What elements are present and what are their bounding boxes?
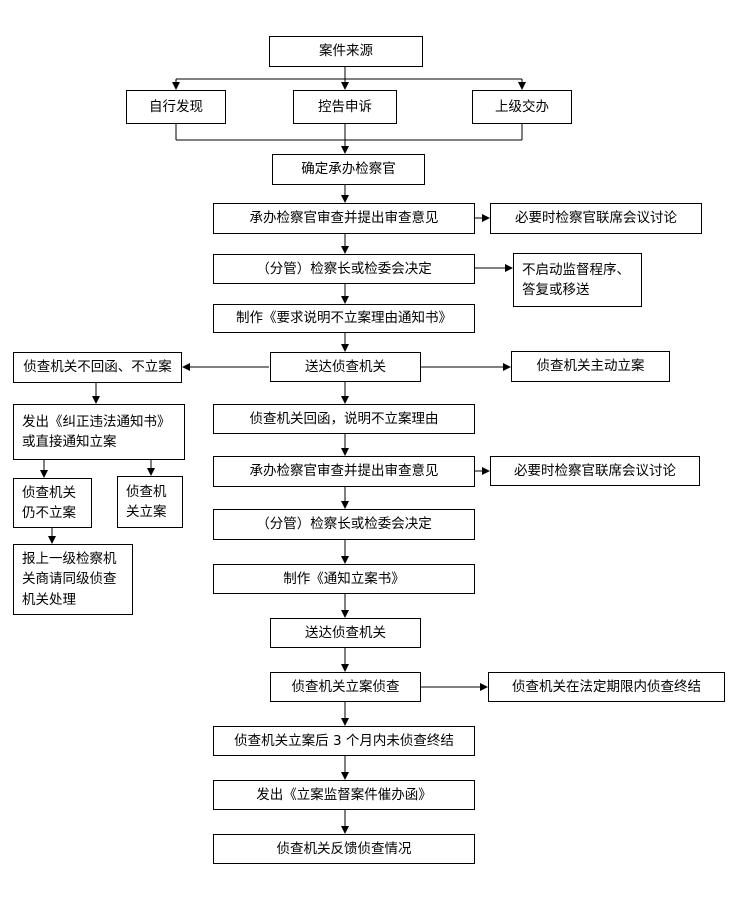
node-case-source-label: 案件来源 [319,43,373,60]
node-urge: 发出《立案监督案件催办函》 [213,780,475,810]
node-no-supervise: 不启动监督程序、 答复或移送 [513,253,642,307]
node-review-2-label: 承办检察官审查并提出审查意见 [249,463,439,480]
node-decide-2: （分管）检察长或检委会决定 [213,509,475,540]
node-no-reply: 侦查机关不回函、不立案 [13,352,182,383]
node-decide-2-label: （分管）检察长或检委会决定 [256,516,432,533]
node-filed: 侦查机 关立案 [117,476,183,528]
node-joint-2-label: 必要时检察官联席会议讨论 [514,462,676,479]
node-conclude-label: 侦查机关在法定期限内侦查终结 [512,678,701,695]
node-not-concluded-label: 侦查机关立案后 3 个月内未侦查终结 [234,732,454,749]
node-reply: 侦查机关回函，说明不立案理由 [213,404,475,434]
node-review-1-label: 承办检察官审查并提出审查意见 [249,210,439,227]
node-complaint-label: 控告申诉 [318,98,372,115]
node-no-supervise-label: 不启动监督程序、 答复或移送 [522,261,630,298]
node-joint-2: 必要时检察官联席会议讨论 [490,456,700,486]
node-decide-1: （分管）检察长或检委会决定 [213,254,475,284]
node-correction-label: 发出《纠正违法通知书》 或直接通知立案 [22,413,171,450]
node-deliver-1: 送达侦查机关 [270,352,421,382]
node-feedback-label: 侦查机关反馈侦查情况 [276,840,412,857]
node-make-notice-label: 制作《通知立案书》 [283,570,405,587]
node-report-up: 报上一级检察机 关商请同级侦查 机关处理 [13,544,133,615]
node-joint-1-label: 必要时检察官联席会议讨论 [515,210,677,227]
node-review-1: 承办检察官审查并提出审查意见 [213,203,475,234]
node-make-request: 制作《要求说明不立案理由通知书》 [213,304,475,333]
node-deliver-2-label: 送达侦查机关 [305,624,386,641]
node-review-2: 承办检察官审查并提出审查意见 [213,456,475,487]
node-make-request-label: 制作《要求说明不立案理由通知书》 [236,310,452,327]
node-still-no: 侦查机关 仍不立案 [13,478,92,528]
node-report-up-label: 报上一级检察机 关商请同级侦查 机关处理 [22,551,117,608]
node-investigate: 侦查机关立案侦查 [270,672,421,702]
node-assign-label: 确定承办检察官 [301,161,396,178]
node-self-found-label: 自行发现 [149,98,203,115]
node-make-notice: 制作《通知立案书》 [213,564,475,594]
node-case-source: 案件来源 [269,36,423,67]
node-active-file-label: 侦查机关主动立案 [536,358,645,375]
node-assign: 确定承办检察官 [272,154,425,185]
node-superior-label: 上级交办 [495,98,549,115]
node-self-found: 自行发现 [126,90,226,124]
node-correction: 发出《纠正违法通知书》 或直接通知立案 [13,404,185,460]
node-active-file: 侦查机关主动立案 [511,351,670,382]
node-reply-label: 侦查机关回函，说明不立案理由 [249,410,439,427]
node-decide-1-label: （分管）检察长或检委会决定 [256,260,432,277]
node-investigate-label: 侦查机关立案侦查 [291,678,400,695]
node-conclude: 侦查机关在法定期限内侦查终结 [488,672,725,702]
node-deliver-1-label: 送达侦查机关 [305,358,386,375]
node-feedback: 侦查机关反馈侦查情况 [213,834,475,864]
node-not-concluded: 侦查机关立案后 3 个月内未侦查终结 [213,726,475,756]
node-deliver-2: 送达侦查机关 [270,618,421,648]
node-filed-label: 侦查机 关立案 [126,483,167,520]
node-complaint: 控告申诉 [293,90,397,124]
node-urge-label: 发出《立案监督案件催办函》 [256,786,432,803]
node-joint-1: 必要时检察官联席会议讨论 [490,203,702,234]
node-no-reply-label: 侦查机关不回函、不立案 [23,359,172,376]
node-still-no-label: 侦查机关 仍不立案 [22,484,76,521]
node-superior: 上级交办 [472,90,572,124]
